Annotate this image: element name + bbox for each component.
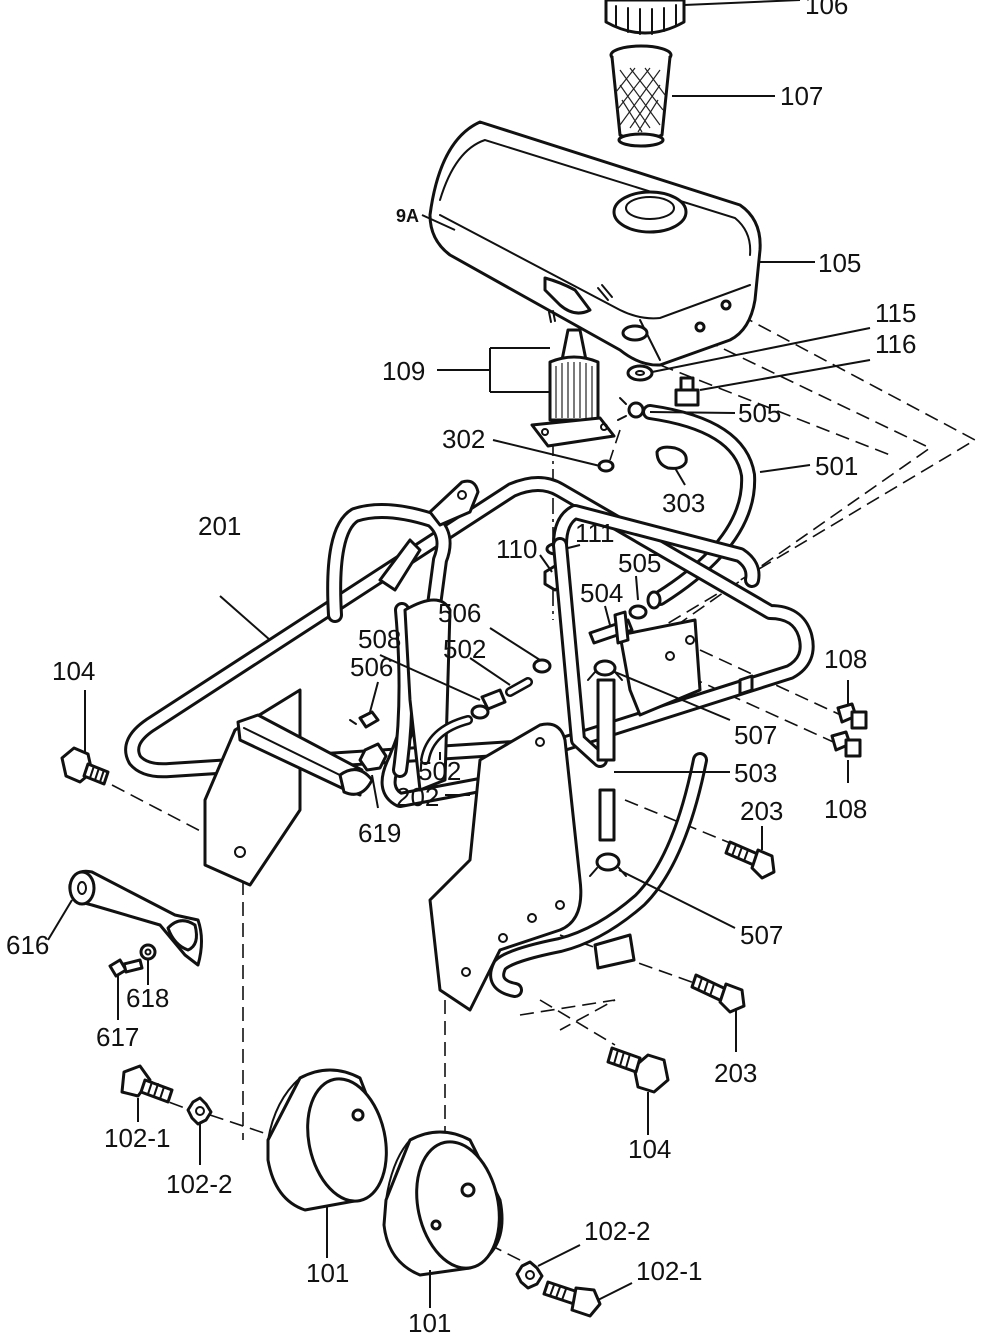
part-109-fuel-filter [530, 328, 616, 448]
part-105-fuel-tank [428, 120, 762, 367]
label-108-upper: 108 [824, 644, 867, 674]
label-616: 616 [6, 930, 49, 960]
part-102-2-washer-left [186, 1096, 213, 1126]
part-505-clip-lower [628, 604, 648, 620]
label-115: 115 [875, 298, 916, 328]
label-501: 501 [815, 451, 858, 481]
part-107-strainer [609, 44, 673, 148]
part-503-hose [596, 678, 616, 842]
part-506-clips [349, 658, 552, 729]
part-202-side-plate-right [428, 618, 754, 1012]
label-108-lower: 108 [824, 794, 867, 824]
part-302-nut [597, 459, 615, 473]
label-504: 504 [580, 578, 623, 608]
part-102-1-bolt-left [120, 1064, 174, 1104]
part-507-clip-upper [587, 659, 623, 681]
part-617-screw [108, 958, 144, 978]
label-202: 202 [396, 782, 439, 812]
part-102-1-bolt-right [542, 1280, 602, 1318]
part-504-tee-fitting [588, 610, 634, 645]
label-102-1-right: 102-1 [636, 1256, 703, 1286]
label-502-upper: 502 [443, 634, 486, 664]
part-116-bolt [674, 376, 700, 407]
label-111: 111 [575, 518, 615, 548]
part-101-weight-left [266, 1068, 388, 1212]
part-102-2-washer-right [515, 1260, 544, 1290]
label-203-upper: 203 [740, 796, 783, 826]
part-505-clip-upper [617, 397, 645, 421]
label-101-left: 101 [306, 1258, 349, 1288]
label-503: 503 [734, 758, 777, 788]
part-203-bolt-upper [724, 840, 776, 880]
part-507-clip-lower [589, 852, 627, 877]
label-102-2-right: 102-2 [584, 1216, 651, 1246]
label-302: 302 [442, 424, 485, 454]
label-104-lower: 104 [628, 1134, 671, 1164]
label-303: 303 [662, 488, 705, 518]
label-102-1-left: 102-1 [104, 1123, 171, 1153]
label-506-lower: 506 [350, 652, 393, 682]
label-9a: 9A [396, 206, 419, 226]
label-105: 105 [818, 248, 861, 278]
part-106-fuel-cap [604, 0, 686, 35]
label-101-right: 101 [408, 1308, 451, 1337]
label-110: 110 [496, 534, 537, 564]
part-115-washer [626, 364, 654, 382]
part-108-bolt-upper [836, 702, 868, 730]
label-502-lower: 502 [418, 756, 461, 786]
part-502-hose-left [420, 715, 473, 765]
label-203-lower: 203 [714, 1058, 757, 1088]
part-501-fuel-hose [642, 404, 757, 610]
label-617: 617 [96, 1022, 139, 1052]
label-505-lower: 505 [618, 548, 661, 578]
label-508: 508 [358, 624, 401, 654]
label-507-upper: 507 [734, 720, 777, 750]
part-104-bolt-lower [606, 1046, 670, 1094]
part-619-wrench [236, 713, 388, 797]
part-508-tee [480, 688, 507, 711]
label-106: 106 [805, 0, 848, 20]
part-502-hose-upper [505, 677, 533, 697]
leader-lines [47, 0, 871, 1308]
part-618-washer [139, 943, 157, 961]
part-616-handle [68, 869, 203, 967]
part-202-side-plate-left [203, 598, 452, 887]
label-618: 618 [126, 983, 169, 1013]
label-619: 619 [358, 818, 401, 848]
part-108-bolt-lower [830, 730, 862, 758]
part-303-cap [655, 445, 688, 470]
label-102-2-left: 102-2 [166, 1169, 233, 1199]
label-201: 201 [198, 511, 241, 541]
label-506-upper: 506 [438, 598, 481, 628]
part-number-labels: 106 107 9A 105 115 116 109 505 302 501 3… [6, 0, 916, 1337]
part-101-weight-right [382, 1130, 504, 1277]
part-203-bolt-lower [690, 973, 746, 1014]
label-116: 116 [875, 329, 916, 359]
label-109: 109 [382, 356, 425, 386]
label-107: 107 [780, 81, 823, 111]
label-505-upper: 505 [738, 398, 781, 428]
part-104-bolt-upper [60, 746, 110, 786]
label-507-lower: 507 [740, 920, 783, 950]
label-104-upper: 104 [52, 656, 95, 686]
